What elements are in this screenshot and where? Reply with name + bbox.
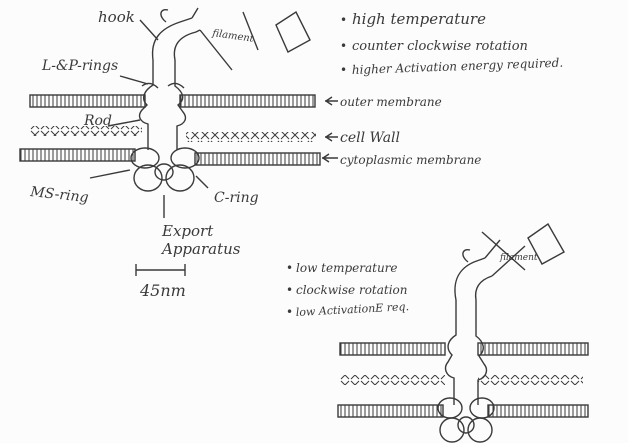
note-top-bullet-2: • [340,39,347,53]
outer-membrane-right [180,95,315,107]
cell-wall-bottom-right [478,375,583,385]
outer-membrane-bottom-right [478,343,588,355]
label-filament-bottom: filament [499,253,538,263]
note-bottom-3: low ActivationE req. [295,300,409,319]
export-apparatus [155,164,173,180]
outer-membrane-bottom-left [340,343,445,355]
note-top-1: high temperature [352,10,486,28]
hook-curl [161,10,168,22]
cell-wall-right [186,132,316,142]
rod-pointer [108,120,140,126]
note-top-2: counter clockwise rotation [352,39,528,54]
flagellum-bottom [338,224,588,442]
filament-box [276,12,310,52]
note-bottom-bullet-2: • [286,283,293,297]
hook [153,18,200,60]
ms-ring-pointer [90,170,130,178]
label-cytoplasmic-membrane: cytoplasmic membrane [340,153,481,167]
cytoplasmic-membrane-left [20,149,135,161]
label-l-p-rings: L-&P-rings [41,58,118,74]
label-scale: 45nm [139,281,186,300]
hook-pointer [140,20,158,40]
hook-bottom [455,258,492,300]
note-bottom-2: clockwise rotation [296,283,408,297]
outer-membrane-left [30,95,145,107]
lp-pointer [120,76,148,84]
scale-bar [136,264,185,276]
label-c-ring: C-ring [214,190,259,206]
note-bottom-bullet-1: • [286,261,293,275]
cyto-membrane-bottom-right [488,405,588,417]
label-export-1: Export [161,222,214,240]
label-export-2: Apparatus [160,240,241,258]
cyto-membrane-bottom-left [338,405,443,417]
note-top-bullet-3: • [340,63,347,77]
export-bottom [458,417,474,433]
note-bottom-bullet-3: • [286,305,293,319]
rod [140,60,186,150]
arrow-outer [325,97,338,105]
arrow-wall [325,133,338,141]
label-rod: Rod [83,113,112,129]
label-cell-wall: cell Wall [340,130,400,146]
cell-wall-bottom-left [340,375,445,385]
label-outer-membrane: outer membrane [340,95,442,109]
label-hook: hook [98,8,135,26]
note-bottom-1: low temperature [296,261,398,275]
cytoplasmic-membrane-right [195,153,320,165]
arrow-cyto [322,154,338,162]
note-top-3: higher Activation energy required. [352,56,564,77]
label-filament-top: filament [211,28,256,45]
c-ring-pointer [196,176,208,188]
hook-curl-bottom [463,250,470,262]
label-ms-ring: MS-ring [29,184,90,206]
note-top-bullet-1: • [340,13,347,27]
